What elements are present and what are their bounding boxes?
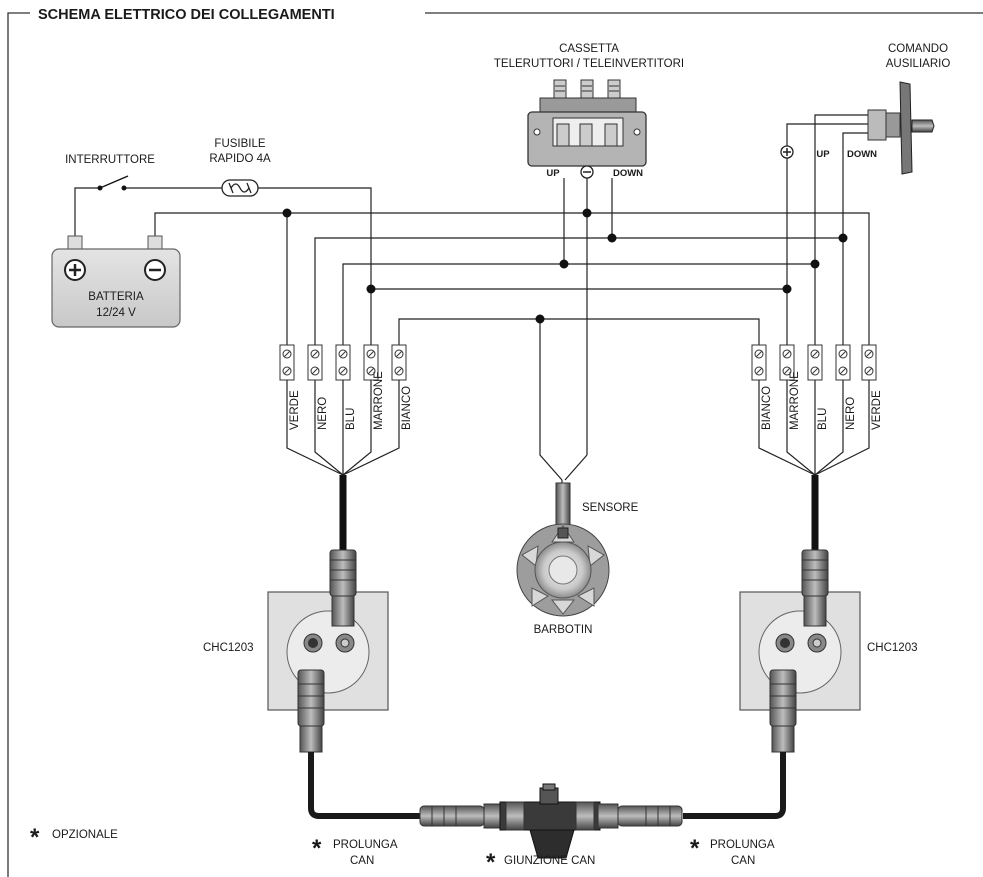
box-minus-icon	[580, 165, 594, 179]
extension-left-line1: PROLUNGA	[333, 839, 398, 851]
battery-voltage: 12/24 V	[96, 307, 136, 319]
battery: BATTERIA 12/24 V	[51, 235, 181, 328]
junction-label: * GIUNZIONE CAN	[486, 849, 595, 876]
asterisk-icon: *	[486, 849, 496, 876]
extension-right-line2: CAN	[731, 855, 755, 867]
terminal-screw	[807, 344, 823, 381]
terminal-screw	[751, 344, 767, 381]
right-wire-bundle	[758, 380, 870, 555]
junction-text: GIUNZIONE CAN	[504, 855, 595, 867]
wire-label-verde: VERDE	[289, 390, 301, 430]
extension-left-label: * PROLUNGA CAN	[312, 835, 398, 867]
asterisk-icon: *	[30, 824, 40, 851]
wire-label-marrone: MARRONE	[373, 371, 385, 430]
contactor-box-subtitle: TELERUTTORI / TELEINVERTITORI	[494, 58, 684, 70]
wire-label-bianco: BIANCO	[761, 386, 773, 430]
chc1203-right: CHC1203	[739, 549, 918, 753]
barbotin-label: BARBOTIN	[534, 624, 593, 636]
wire-label-nero: NERO	[317, 397, 329, 430]
wire-label-marrone: MARRONE	[789, 371, 801, 430]
terminal-screw	[391, 344, 407, 381]
chc1203-right-label: CHC1203	[867, 642, 918, 654]
terminal-screw	[335, 344, 351, 381]
extension-left-line2: CAN	[350, 855, 374, 867]
plus-terminal-icon	[64, 259, 86, 281]
wire-label-bianco: BIANCO	[401, 386, 413, 430]
barbotin: BARBOTIN	[516, 523, 610, 636]
fuse-label: FUSIBILE	[214, 138, 265, 150]
terminal-screw	[307, 344, 323, 381]
frame	[7, 12, 983, 877]
asterisk-icon: *	[312, 835, 322, 862]
asterisk-icon: *	[690, 835, 700, 862]
left-wire-bundle	[286, 380, 400, 555]
aux-up-label: UP	[816, 149, 830, 160]
box-up-label: UP	[546, 168, 560, 179]
terminal-block-right: BIANCO MARRONE BLU NERO VERDE	[751, 344, 883, 430]
terminal-screw	[861, 344, 877, 381]
wire-label-verde: VERDE	[871, 390, 883, 430]
auxiliary-control: COMANDO AUSILIARIO UP DOWN	[780, 43, 951, 175]
aux-plus-icon	[780, 145, 794, 159]
wire-label-blu: BLU	[345, 408, 357, 430]
can-bus	[308, 752, 786, 859]
fuse-rating: RAPIDO 4A	[209, 153, 271, 165]
switch-label: INTERRUTTORE	[65, 154, 155, 166]
aux-down-label: DOWN	[847, 149, 877, 160]
chc1203-left: CHC1203	[203, 549, 389, 753]
optional-legend: * OPZIONALE	[30, 824, 118, 851]
terminal-screw	[363, 344, 379, 381]
box-down-label: DOWN	[613, 168, 643, 179]
chc1203-left-label: CHC1203	[203, 642, 254, 654]
fuse: FUSIBILE RAPIDO 4A	[209, 138, 271, 197]
aux-control-subtitle: AUSILIARIO	[886, 58, 951, 70]
extension-right-line1: PROLUNGA	[710, 839, 775, 851]
terminal-screw	[279, 344, 295, 381]
switch: INTERRUTTORE	[65, 154, 155, 191]
wire-label-nero: NERO	[845, 397, 857, 430]
junction-dots	[282, 208, 848, 324]
terminal-screw	[779, 344, 795, 381]
aux-control-title: COMANDO	[888, 43, 948, 55]
wire-label-blu: BLU	[817, 408, 829, 430]
diagram-title: SCHEMA ELETTRICO DEI COLLEGAMENTI	[38, 7, 335, 23]
sensor-label: SENSORE	[582, 502, 639, 514]
optional-label: OPZIONALE	[52, 829, 118, 841]
wires	[74, 114, 872, 485]
extension-right-label: * PROLUNGA CAN	[690, 835, 775, 867]
terminal-screw	[835, 344, 851, 381]
minus-terminal-icon	[144, 259, 166, 281]
terminal-block-left: VERDE NERO BLU MARRONE BIANCO	[279, 344, 413, 430]
contactor-box-title: CASSETTA	[559, 43, 619, 55]
contactor-box: CASSETTA TELERUTTORI / TELEINVERTITORI U…	[494, 43, 684, 179]
battery-label: BATTERIA	[88, 291, 144, 303]
sensor: SENSORE	[555, 482, 639, 530]
